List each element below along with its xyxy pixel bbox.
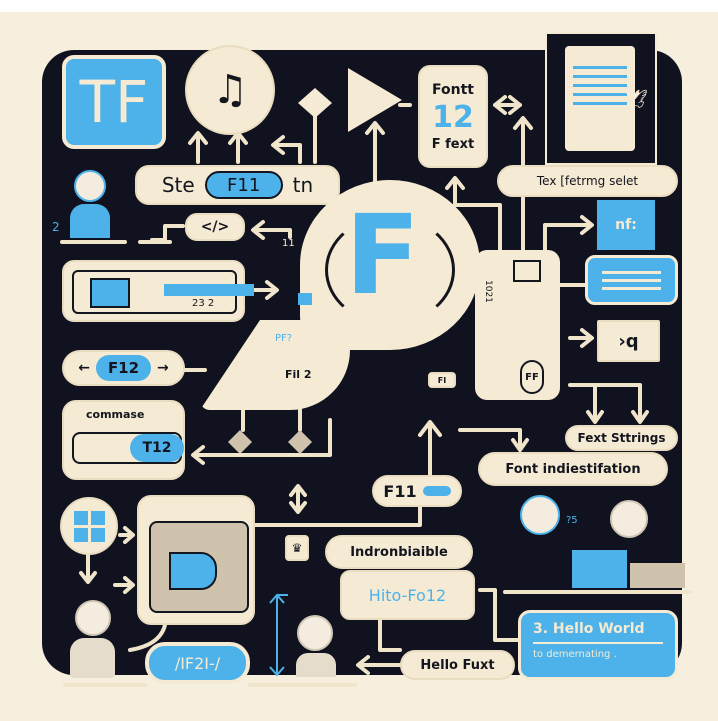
arrow-down [79,553,97,584]
label-eleven: 11 [282,238,295,249]
music-note-icon: ♫ [185,45,275,135]
diamond-icon [288,430,312,454]
arrow-left [251,220,292,240]
command-title: commase [86,408,145,421]
bird-icon: 🕊 [625,89,648,110]
text-lines-box [585,255,678,305]
diamond-icon [228,430,252,454]
indronbiaible-pill[interactable]: Indronbiaible [325,535,473,569]
person-figure [68,170,112,240]
format-select-pill[interactable]: Tex [fetrmg selet [497,165,678,197]
text-strings-pill[interactable]: Fext Sttrings [565,425,678,451]
arrow-split [568,383,649,424]
diamond-arrows-icon [298,88,332,118]
big-letter-f: F [345,191,421,319]
line [478,588,522,642]
arrow-up [365,121,385,187]
hello-fuxt-pill[interactable]: Hello Fuxt [400,650,515,680]
person-seated [60,600,125,680]
monitor-number: 23 2 [192,298,215,309]
step-right: tn [292,173,314,197]
font-card[interactable]: Fontt 12 F fext [418,65,488,168]
line [378,618,402,652]
people-at-desks: ?5 [500,495,690,590]
label-two: 2 [52,220,60,234]
editor-window[interactable] [137,495,255,625]
f11-pill[interactable]: F11 [372,475,462,507]
f1-tag: FI [428,372,456,388]
f12-pill[interactable]: ← F12 → [62,350,185,386]
f11-label: F11 [383,481,417,501]
arrow-right [113,576,135,594]
command-card[interactable]: commase T12 [62,400,185,480]
arrow-right [568,328,594,348]
label-fil2: Fil 2 [285,368,312,381]
top-strip [0,0,718,12]
arrow-right [118,526,135,544]
arrow-up [513,116,533,167]
windows-icon[interactable] [60,497,118,555]
arrow-bend [445,176,502,252]
bottom-key-pill[interactable]: /IF2I-/ [145,642,250,684]
step-left: Ste [161,173,195,197]
nf-box: nf: [597,200,655,250]
tools-column: 1021 FF [475,250,560,400]
font-card-title: Fontt [432,81,474,98]
hello-world-title: 3. Hello World [533,621,645,637]
hito-box[interactable]: Hito-Fo12 [340,570,475,620]
line [150,224,185,242]
font-card-subtitle: F fext [431,136,475,152]
hello-world-subtitle: to demernating . [533,649,617,660]
crown-icon: ♛ [285,535,309,561]
arrow-left [356,655,402,675]
e-letter-icon [169,552,217,590]
hello-world-card[interactable]: 3. Hello World to demernating . [518,610,678,680]
arrow-double [289,484,307,514]
vertical-digits: 1021 [483,280,493,303]
arrow-horizontal [398,95,522,115]
logo-tf: TF [62,55,166,149]
side-q-box: ›q [597,320,660,362]
line [253,503,422,527]
tag-icon [298,293,312,305]
arrow-bend [271,135,302,164]
arrow-up [418,420,442,477]
code-tag: </> [185,213,245,241]
monitor-card[interactable]: 23 2 [62,260,254,322]
document-icon: 🕊 [545,32,657,165]
play-icon [348,68,402,132]
key-f11: F11 [204,171,283,199]
question-label: ?5 [566,515,578,526]
parentheses-ring [325,215,455,325]
arrow-double [458,428,529,452]
arrow-right [543,215,594,252]
key-t12: T12 [130,434,184,462]
key-f12: F12 [96,355,151,381]
step-pill[interactable]: Ste F11 tn [135,165,340,205]
monitor-icon [90,278,130,308]
arrow-up [188,131,208,164]
person-seated [292,615,342,677]
font-identification-pill[interactable]: Font indiestifation [478,452,668,486]
ff-box: FF [520,360,544,394]
arrow-left [191,418,332,465]
font-card-number: 12 [432,99,474,135]
label-pf: PF? [275,333,293,344]
arrow-left [128,623,167,652]
arrow-up [228,131,248,164]
double-arrow-blue [269,593,288,677]
